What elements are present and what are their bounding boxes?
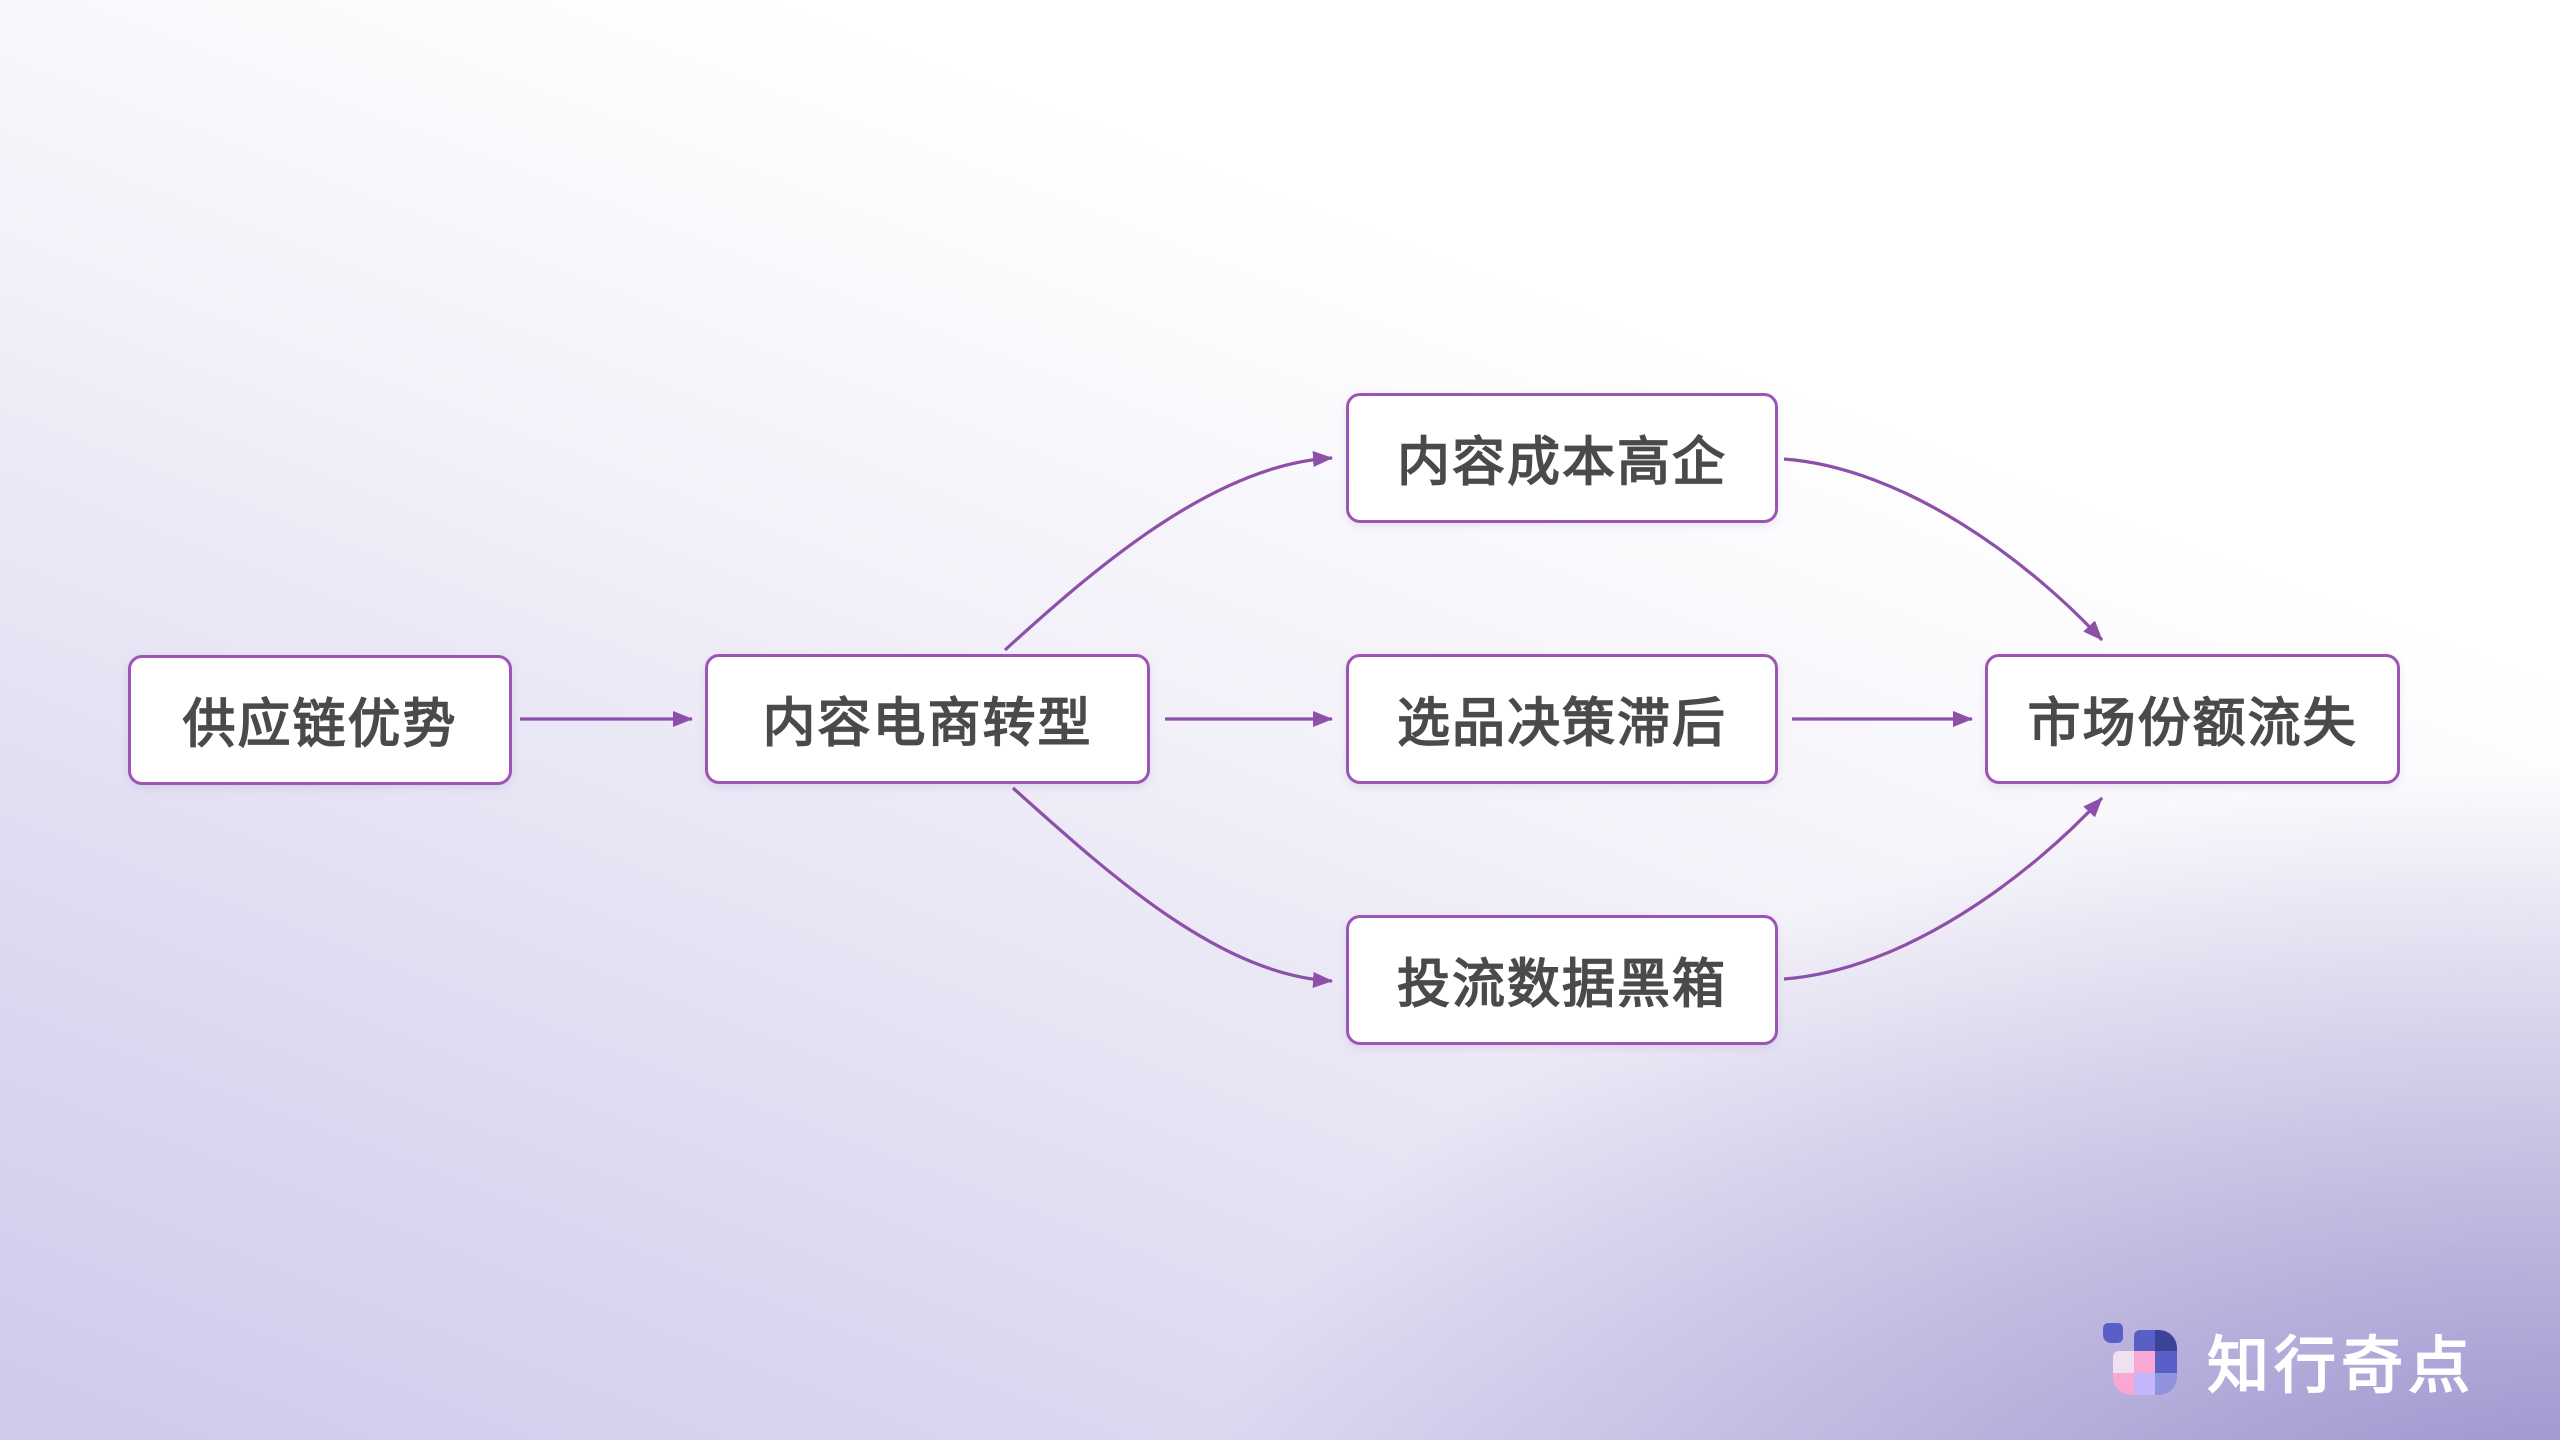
node-label: 供应链优势 bbox=[182, 695, 458, 754]
edge-cost-to-marketshare bbox=[1783, 457, 2104, 642]
node-label: 选品决策滞后 bbox=[1397, 694, 1727, 753]
edge-adtraffic-to-marketshare bbox=[1783, 796, 2104, 981]
node-content-ecommerce-shift: 内容电商转型 bbox=[705, 654, 1150, 784]
node-label: 市场份额流失 bbox=[2027, 694, 2358, 753]
node-label: 内容电商转型 bbox=[762, 694, 1093, 753]
brand-logo-text: 知行奇点 bbox=[2207, 1332, 2476, 1401]
brand-logo: 知行奇点 bbox=[2103, 1315, 2475, 1405]
edge-content-to-cost bbox=[1003, 450, 1333, 652]
node-content-cost-high: 内容成本高企 bbox=[1346, 393, 1778, 523]
node-label: 投流数据黑箱 bbox=[1397, 955, 1727, 1014]
node-market-share-loss: 市场份额流失 bbox=[1985, 654, 2400, 784]
node-selection-decision-lag: 选品决策滞后 bbox=[1346, 654, 1778, 784]
node-ad-traffic-blackbox: 投流数据黑箱 bbox=[1346, 915, 1778, 1045]
node-label: 内容成本高企 bbox=[1397, 433, 1727, 492]
edge-content-to-adtraffic bbox=[1011, 786, 1333, 988]
pixel-grid-icon bbox=[2103, 1321, 2181, 1399]
node-supply-chain-advantage: 供应链优势 bbox=[128, 655, 512, 785]
